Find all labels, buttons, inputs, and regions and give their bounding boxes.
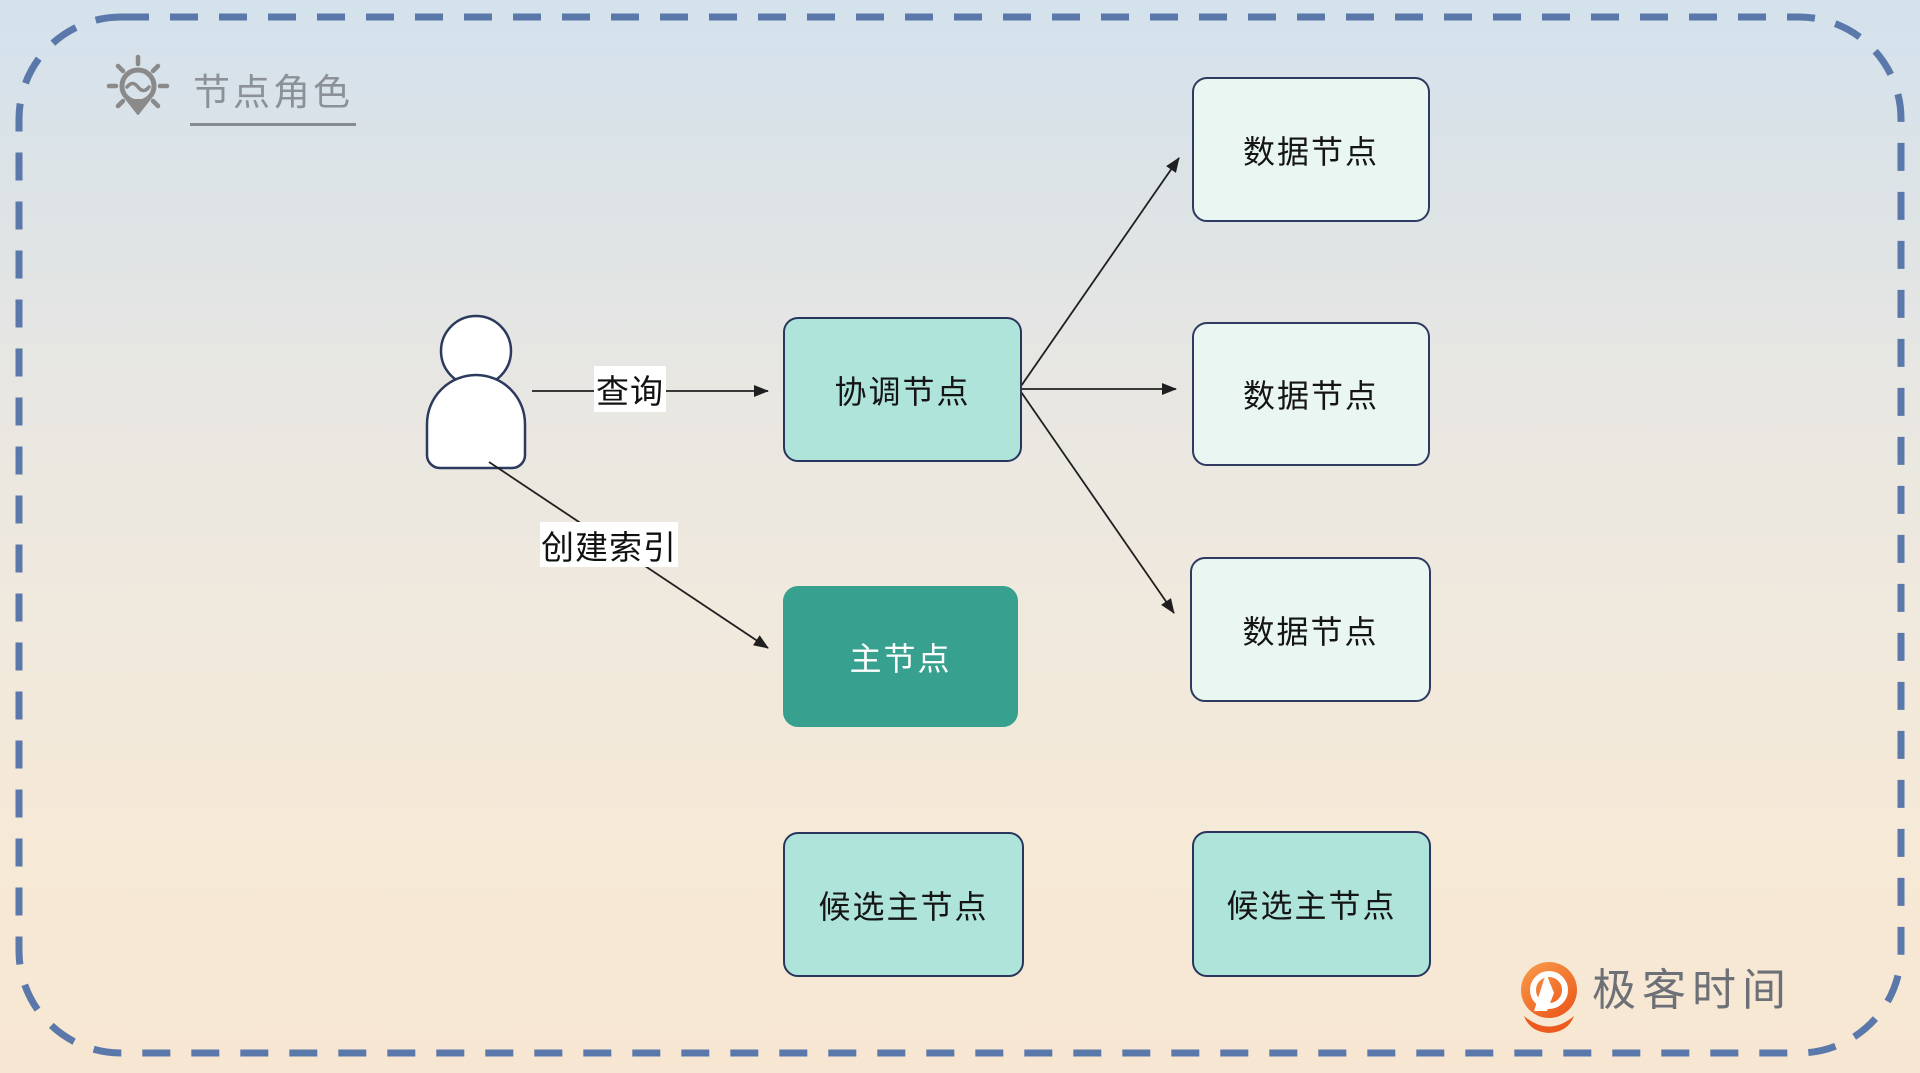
arrow-coordinating-to-data-bottom: [1018, 388, 1175, 614]
node-data-top: 数据节点: [1192, 77, 1430, 222]
node-coordinating: 协调节点: [783, 317, 1022, 462]
node-candidate-right: 候选主节点: [1192, 831, 1431, 977]
node-data-bottom: 数据节点: [1190, 557, 1431, 702]
person-icon: [425, 314, 527, 470]
arrow-coordinating-to-data-top: [1018, 157, 1180, 390]
geektime-logo-icon: [1521, 962, 1577, 1033]
diagram-title: 节点角色: [190, 62, 356, 126]
node-data-middle: 数据节点: [1192, 322, 1430, 466]
edge-label-query: 查询: [594, 366, 666, 412]
lightbulb-icon: [106, 54, 170, 115]
edge-label-create-index: 创建索引: [540, 522, 678, 567]
node-candidate-left: 候选主节点: [783, 832, 1024, 977]
geektime-logo-text: 极客时间: [1592, 966, 1792, 1015]
frame-dashed-border: [15, 13, 1905, 1057]
node-master: 主节点: [783, 586, 1018, 727]
